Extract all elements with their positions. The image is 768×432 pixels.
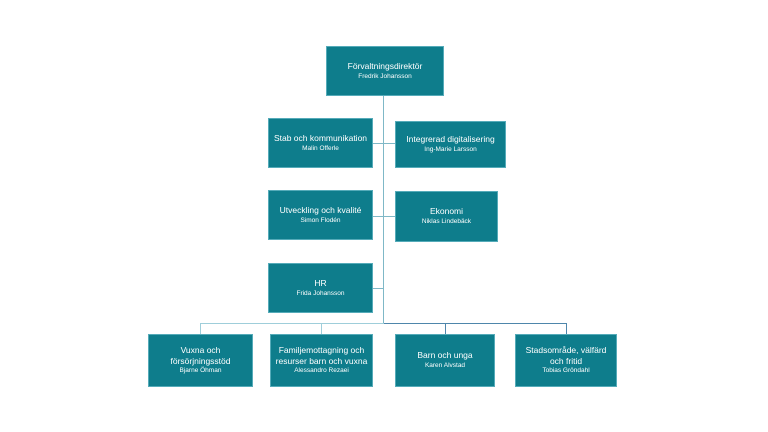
org-node-hr: HR Frida Johansson xyxy=(268,263,373,313)
org-node-ekonomi: Ekonomi Niklas Lindebäck xyxy=(395,191,498,242)
org-node-stab-och-kommunikation: Stab och kommunikation Malin Offerle xyxy=(268,118,373,168)
connector-hr xyxy=(373,288,384,289)
node-title: Barn och unga xyxy=(417,350,473,361)
node-person: Fredrik Johansson xyxy=(358,72,412,80)
connector-stab-integrerad xyxy=(373,143,395,144)
connector-spine-vertical xyxy=(383,96,384,323)
node-title: Utveckling och kvalité xyxy=(279,204,362,215)
node-person: Frida Johansson xyxy=(296,289,345,297)
org-node-integrerad-digitalisering: Integrerad digitalisering Ing-Marie Lars… xyxy=(395,121,506,168)
node-title: Integrerad digitalisering xyxy=(406,134,495,145)
node-person: Ing-Marie Larsson xyxy=(424,146,477,154)
connector-drop-vuxna xyxy=(200,323,201,334)
org-node-director: Förvaltningsdirektör Fredrik Johansson xyxy=(326,46,444,96)
org-node-stadsomrade-valfard-fritid: Stadsområde, välfärd och fritid Tobias G… xyxy=(515,334,617,387)
connector-drop-stadsomrade xyxy=(566,323,567,334)
node-title: Familjemottagning och resurser barn och … xyxy=(275,345,368,366)
node-person: Niklas Lindebäck xyxy=(421,218,472,226)
node-title: Stab och kommunikation xyxy=(273,132,368,143)
node-person: Malin Offerle xyxy=(302,144,339,152)
node-title: Vuxna och försörjningsstöd xyxy=(170,345,231,366)
node-title: Ekonomi xyxy=(429,206,464,217)
node-person: Simon Flodén xyxy=(300,216,341,224)
connector-drop-familje xyxy=(321,323,322,334)
node-person: Tobias Gröndahl xyxy=(542,367,590,375)
connector-utveckling-ekonomi xyxy=(373,216,395,217)
node-person: Alessandro Rezaei xyxy=(294,367,349,375)
org-node-vuxna-och-forsorjningsstod: Vuxna och försörjningsstöd Bjarne Öhman xyxy=(148,334,253,387)
connector-drop-barn xyxy=(445,323,446,334)
node-person: Karen Alvstad xyxy=(424,362,466,370)
node-title: Förvaltningsdirektör xyxy=(347,60,423,71)
node-title: HR xyxy=(314,277,327,288)
node-person: Bjarne Öhman xyxy=(179,367,222,375)
connector-bottom-rail-left xyxy=(200,323,384,324)
connector-bottom-rail-right xyxy=(384,323,567,324)
org-node-familjemottagning: Familjemottagning och resurser barn och … xyxy=(270,334,373,387)
org-node-barn-och-unga: Barn och unga Karen Alvstad xyxy=(395,334,495,387)
org-node-utveckling-och-kvalite: Utveckling och kvalité Simon Flodén xyxy=(268,190,373,240)
node-title: Stadsområde, välfärd och fritid xyxy=(525,345,607,366)
